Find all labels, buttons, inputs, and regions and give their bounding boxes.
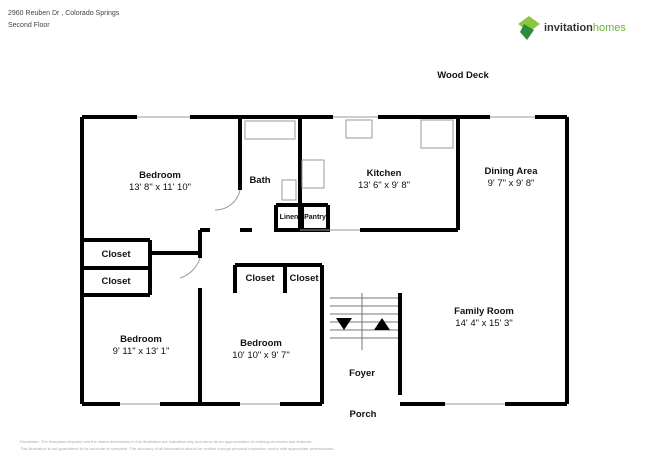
pantry-label: Pantry [304,214,326,221]
dining-label: Dining Area [484,166,538,177]
disclaimer-line1: Disclaimer: The floorplans depicted and … [20,439,313,444]
dining-dim: 9' 7" x 9' 8" [487,178,535,189]
bedroom2-dim: 9' 11" x 13' 1" [112,346,170,357]
disclaimer-line2: This illustration is not guaranteed to b… [20,446,335,451]
wood-deck-label: Wood Deck [437,70,489,81]
logo-icon [518,16,540,40]
bedroom2-label: Bedroom [120,334,162,345]
stairs-up-arrow-icon [374,318,390,330]
logo: invitationhomes [518,16,626,40]
floor-label: Second Floor [8,22,50,29]
foyer-label: Foyer [349,368,375,379]
bedroom1-label: Bedroom [139,170,181,181]
stairs-down-arrow-icon [336,318,352,330]
closet3-label: Closet [245,273,275,284]
closet1-label: Closet [101,249,131,260]
closet4-label: Closet [289,273,319,284]
logo-text: invitation [544,22,593,34]
bath-label: Bath [249,175,271,186]
logo-text-2: homes [592,22,626,34]
closet2-label: Closet [101,276,131,287]
porch-label: Porch [349,409,377,420]
linen-label: Linen [279,214,299,221]
kitchen-label: Kitchen [366,168,402,179]
bedroom3-label: Bedroom [240,338,282,349]
address: 2960 Reuben Dr , Colorado Springs [8,10,120,17]
family-room-dim: 14' 4" x 15' 3" [455,318,513,329]
kitchen-dim: 13' 6" x 9' 8" [357,180,411,191]
bedroom1-dim: 13' 8" x 11' 10" [129,182,191,193]
family-room-label: Family Room [454,306,514,317]
bedroom3-dim: 10' 10" x 9' 7" [232,350,290,361]
